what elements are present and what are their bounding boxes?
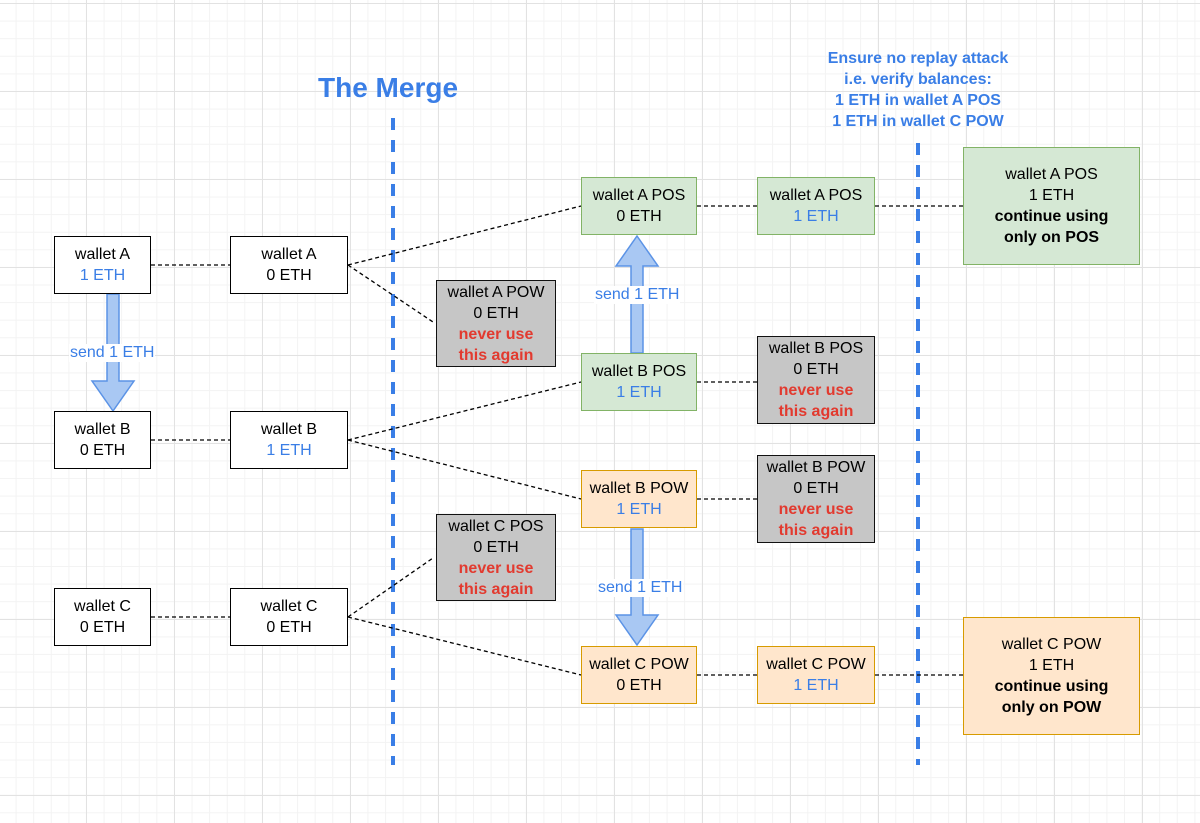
wallet-b-pow-box: wallet B POW 1 ETH — [581, 470, 697, 528]
dashed-connector — [347, 557, 434, 618]
wallet-a-premerge-box: wallet A 0 ETH — [230, 236, 348, 294]
box-text: wallet A POS — [769, 187, 863, 204]
dashed-connector — [347, 205, 582, 266]
box-text: never use — [778, 501, 854, 518]
box-text: wallet A — [74, 246, 131, 263]
wallet-a-start-box: wallet A 1 ETH — [54, 236, 151, 294]
box-text: wallet C — [260, 598, 318, 615]
box-text: 1 ETH — [616, 501, 662, 518]
box-text: 0 ETH — [473, 304, 519, 322]
wallet-a-pos-after-box: wallet A POS 1 ETH — [757, 177, 875, 235]
note-line: Ensure no replay attack — [827, 50, 1009, 67]
box-text: 0 ETH — [266, 267, 312, 284]
send-label-b-to-c-pow: send 1 ETH — [597, 579, 684, 597]
box-text: only on POS — [1003, 229, 1100, 246]
note-line: i.e. verify balances: — [844, 71, 992, 88]
box-text: wallet B POW — [766, 459, 866, 476]
box-text: never use — [778, 382, 854, 399]
send-label-b-to-a-pos: send 1 ETH — [594, 286, 681, 304]
box-text: 0 ETH — [79, 619, 126, 636]
box-text: 0 ETH — [616, 208, 662, 225]
merge-title: The Merge — [318, 72, 459, 103]
box-text: 1 ETH — [1028, 187, 1075, 204]
box-text: wallet C POS — [448, 517, 544, 535]
box-text: 1 ETH — [266, 442, 312, 459]
box-text: 1 ETH — [79, 267, 126, 284]
wallet-c-premerge-box: wallet C 0 ETH — [230, 588, 348, 646]
box-text: wallet B POS — [591, 363, 687, 380]
wallet-a-pow-box: wallet A POW 0 ETH never use this again — [436, 280, 556, 367]
wallet-b-start-box: wallet B 0 ETH — [54, 411, 151, 469]
replay-note: Ensure no replay attack i.e. verify bala… — [808, 48, 1028, 132]
box-text: wallet A POS — [1005, 166, 1098, 183]
box-text: wallet C POW — [766, 656, 866, 673]
wallet-b-pos-box: wallet B POS 1 ETH — [581, 353, 697, 411]
wallet-b-premerge-box: wallet B 1 ETH — [230, 411, 348, 469]
wallet-b-pos-abandoned-box: wallet B POS 0 ETH never use this again — [757, 336, 875, 424]
dashed-connector — [347, 264, 434, 323]
box-text: wallet A — [261, 246, 317, 263]
box-text: only on POW — [1001, 699, 1102, 716]
wallet-c-pow-final-box: wallet C POW 1 ETH continue using only on P… — [963, 617, 1140, 735]
box-text: 0 ETH — [79, 442, 126, 459]
box-text: 1 ETH — [793, 208, 839, 225]
box-text: 0 ETH — [793, 480, 839, 497]
note-line: 1 ETH in wallet C POW — [832, 113, 1004, 130]
box-text: wallet B — [260, 421, 318, 438]
wallet-a-pos-box: wallet A POS 0 ETH — [581, 177, 697, 235]
box-text: this again — [458, 580, 534, 598]
box-text: continue using — [994, 678, 1109, 695]
box-text: wallet C POW — [589, 656, 689, 673]
send-label-a-to-b: send 1 ETH — [69, 344, 156, 362]
wallet-c-pow-box: wallet C POW 0 ETH — [581, 646, 697, 704]
box-text: wallet A POW — [447, 283, 545, 301]
box-text: 0 ETH — [266, 619, 312, 636]
wallet-c-pow-after-box: wallet C POW 1 ETH — [757, 646, 875, 704]
box-text: continue using — [994, 208, 1109, 225]
box-text: 1 ETH — [1028, 657, 1075, 674]
box-text: 0 ETH — [793, 361, 839, 378]
box-text: 0 ETH — [473, 538, 519, 556]
box-text: wallet B POW — [589, 480, 689, 497]
box-text: this again — [778, 403, 854, 420]
note-line: 1 ETH in wallet A POS — [835, 92, 1001, 109]
box-text: wallet C POW — [1001, 636, 1102, 653]
box-text: wallet C — [74, 598, 131, 615]
box-text: never use — [458, 325, 534, 343]
box-text: wallet B POS — [768, 340, 864, 357]
box-text: never use — [458, 559, 534, 577]
wallet-a-pos-final-box: wallet A POS 1 ETH continue using only on P… — [963, 147, 1140, 265]
box-text: 0 ETH — [616, 677, 662, 694]
box-text: 1 ETH — [616, 384, 662, 401]
dashed-connector — [347, 381, 582, 441]
box-text: 1 ETH — [793, 677, 839, 694]
box-text: wallet A POS — [592, 187, 686, 204]
box-text: wallet B — [74, 421, 131, 438]
box-text: this again — [458, 346, 534, 364]
dashed-connector — [347, 616, 582, 676]
wallet-c-pos-box: wallet C POS 0 ETH never use this again — [436, 514, 556, 601]
box-text: this again — [778, 522, 854, 539]
dashed-connector — [347, 439, 582, 500]
wallet-c-start-box: wallet C 0 ETH — [54, 588, 151, 646]
wallet-b-pow-abandoned-box: wallet B POW 0 ETH never use this again — [757, 455, 875, 543]
